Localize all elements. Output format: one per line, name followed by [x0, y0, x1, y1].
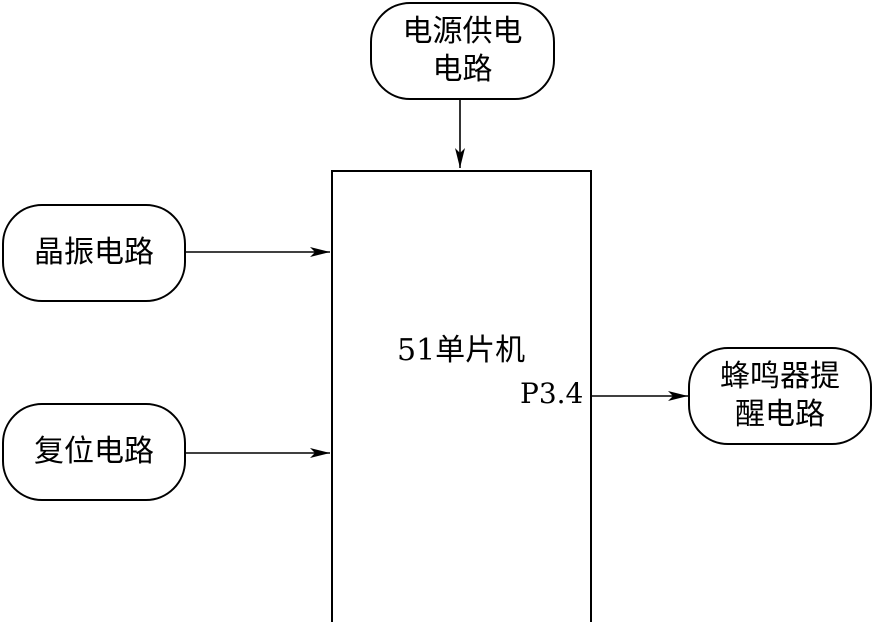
mcu-label: 51单片机 — [397, 333, 526, 368]
reset-circuit-label: 复位电路 — [34, 434, 154, 469]
mcu-pin-label: P3.4 — [520, 377, 584, 410]
power-supply-label-line2: 电路 — [432, 52, 493, 87]
buzzer-alarm-label-line1: 蜂鸣器提 — [720, 359, 840, 394]
buzzer-alarm-label-line2: 醒电路 — [735, 397, 825, 432]
crystal-oscillator-node: 晶振电路 — [2, 204, 186, 302]
crystal-oscillator-label: 晶振电路 — [34, 235, 154, 270]
power-supply-node: 电源供电 电路 — [370, 2, 555, 100]
mcu-block — [331, 170, 592, 622]
power-supply-label-line1: 电源供电 — [402, 14, 523, 49]
buzzer-alarm-node: 蜂鸣器提 醒电路 — [688, 347, 872, 445]
reset-circuit-node: 复位电路 — [2, 403, 186, 501]
